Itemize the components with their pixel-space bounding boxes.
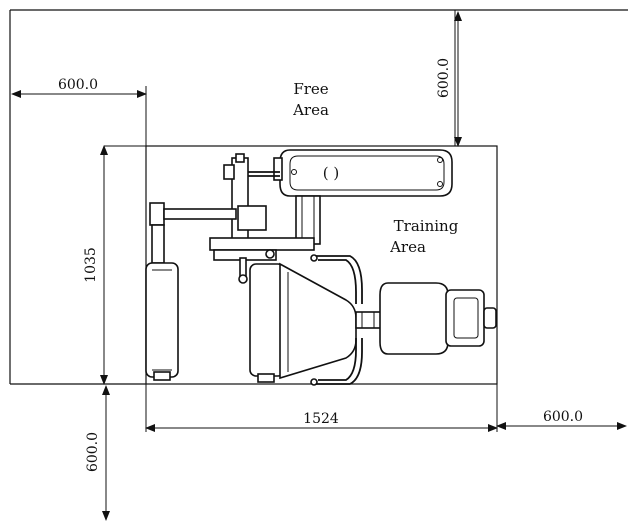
- top-clearance-value: 600.0: [436, 58, 452, 98]
- dimension-footprint-width: 1524: [145, 411, 498, 432]
- chest-pad: [379, 282, 497, 355]
- front-roller: [249, 263, 285, 383]
- pad-handle-glyph: ( ): [323, 164, 339, 182]
- dimension-footprint-depth: 1035: [83, 145, 108, 385]
- free-area-label-line1: Free: [293, 80, 328, 98]
- right-clearance-value: 600.0: [543, 409, 583, 425]
- dimension-left-clearance: 600.0: [11, 77, 147, 98]
- seat-pad: [279, 262, 357, 380]
- pivot-crossbar: [209, 237, 315, 284]
- leg-extension-arm: [145, 202, 267, 381]
- training-area-label-line1: Training: [394, 217, 459, 235]
- seat-rail: [355, 311, 383, 329]
- back-pad: ( ): [273, 149, 453, 197]
- footprint-width-value: 1524: [303, 411, 339, 427]
- dimension-right-clearance: 600.0: [496, 409, 627, 430]
- bottom-clearance-value: 600.0: [85, 432, 101, 472]
- side-handles: [310, 254, 363, 386]
- footprint-depth-value: 1035: [83, 247, 99, 283]
- machine-top-view: ( ): [145, 149, 497, 386]
- left-clearance-value: 600.0: [58, 77, 98, 93]
- dimension-top-clearance: 600.0: [436, 11, 462, 147]
- training-area-label-line2: Area: [389, 238, 426, 256]
- dimension-bottom-clearance: 600.0: [85, 385, 110, 521]
- free-area-label-line2: Area: [292, 101, 329, 119]
